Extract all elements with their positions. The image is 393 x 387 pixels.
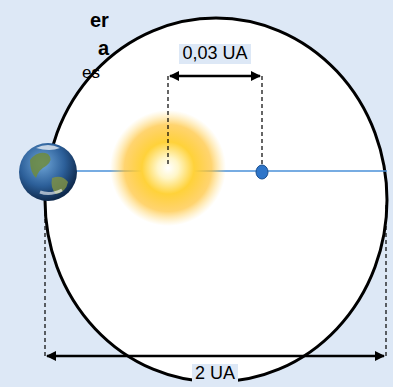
guide-line bbox=[261, 76, 262, 165]
second-focus bbox=[256, 165, 268, 179]
cut-heading-text: er bbox=[90, 9, 109, 31]
cut-body-text: es bbox=[82, 64, 100, 83]
earth bbox=[19, 143, 77, 201]
dimension-arrow bbox=[170, 75, 260, 78]
guide-line bbox=[44, 205, 45, 356]
dimension-label: 0,03 UA bbox=[179, 44, 250, 64]
dimension-label: 2 UA bbox=[192, 364, 238, 384]
cut-heading-text: a bbox=[98, 37, 109, 59]
dimension-arrow bbox=[47, 355, 384, 358]
guide-line bbox=[385, 205, 386, 356]
orbit-ellipse bbox=[45, 18, 387, 382]
guide-line bbox=[167, 76, 168, 166]
